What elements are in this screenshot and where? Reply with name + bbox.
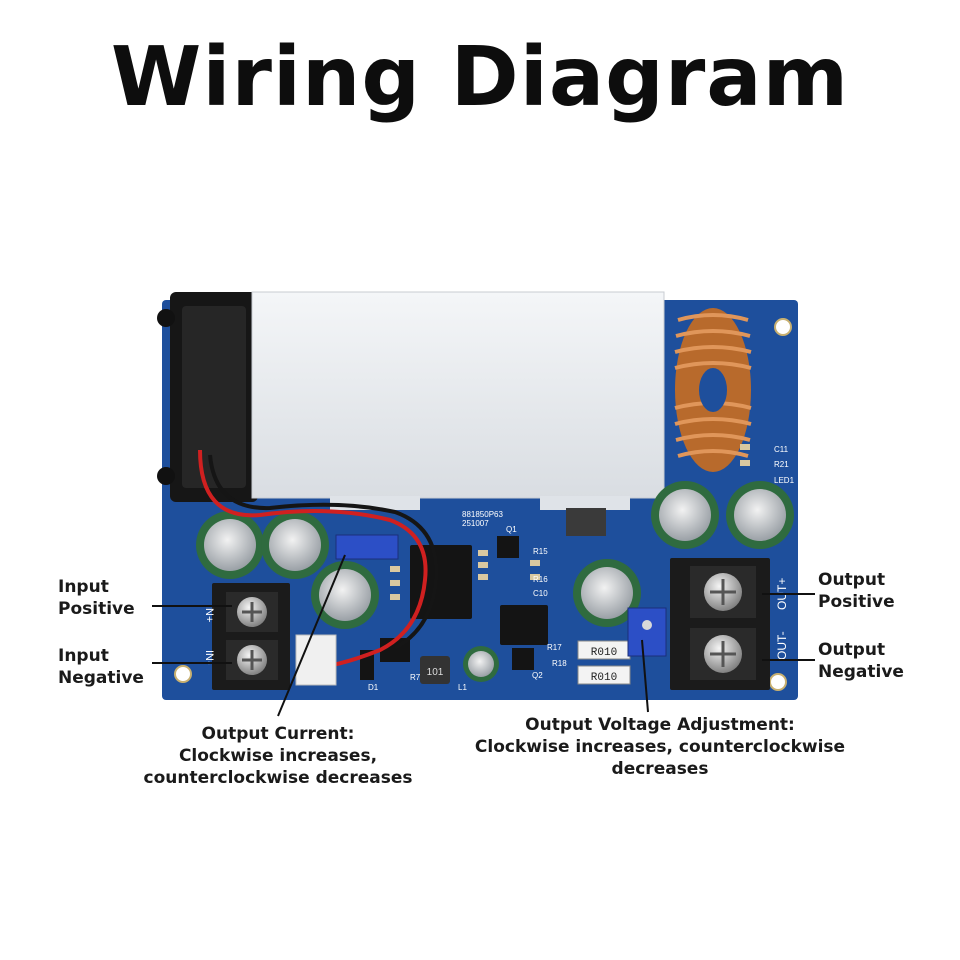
silk-ic-code2: 251007 [462,519,489,528]
label-output-positive: Output Positive [818,570,895,612]
shunt-label-b: R010 [591,672,617,684]
label-input-negative: Input Negative [58,646,144,688]
silk-ic-code: 881850P63 [462,510,503,519]
silk-l1: L1 [458,683,467,692]
label-output-voltage: Output Voltage Adjustment: Clockwise inc… [474,715,846,779]
silk-d1: D1 [368,683,379,692]
silk-r17: R17 [547,643,562,652]
silk-r18: R18 [552,659,567,668]
mount-hole-br [769,673,787,691]
smd-components [390,444,750,600]
silk-in-plus: IN+ [203,605,215,622]
silk-q2: Q2 [532,671,543,680]
silk-c11: C11 [774,445,789,454]
label-output-negative: Output Negative [818,640,904,682]
chip-marking: 101 [427,667,444,678]
fan-connector [295,634,337,686]
callout-lines [152,554,815,717]
silk-c10: C10 [533,589,548,598]
mount-hole-bl [174,665,192,683]
silk-led: LED1 [774,476,795,485]
fan-wire-black [208,454,439,650]
voltage-potentiometer [627,607,667,657]
label-output-current: Output Current: Clockwise increases, cou… [143,724,413,788]
heatsink [251,291,665,499]
toroid-inductor [674,308,752,472]
page-title: Wiring Diagram [110,30,850,125]
output-terminal-block [670,558,770,690]
silk-r16: R16 [533,575,548,584]
mount-hole-tr [774,318,792,336]
capacitors [196,481,794,682]
silk-r7: R7 [410,673,421,682]
silk-r21: R21 [774,460,789,469]
silk-out-minus: OUT- [775,631,789,660]
label-input-positive: Input Positive [58,577,135,619]
current-potentiometer [335,534,399,560]
silk-q1: Q1 [506,525,517,534]
fan-wire-red [198,449,428,671]
silk-r15: R15 [533,547,548,556]
shunt-resistors [577,640,631,685]
shunt-label-a: R010 [591,647,617,659]
silk-in-minus: IN- [203,650,215,665]
cooling-fan [157,292,258,502]
input-terminal-block [212,583,290,690]
